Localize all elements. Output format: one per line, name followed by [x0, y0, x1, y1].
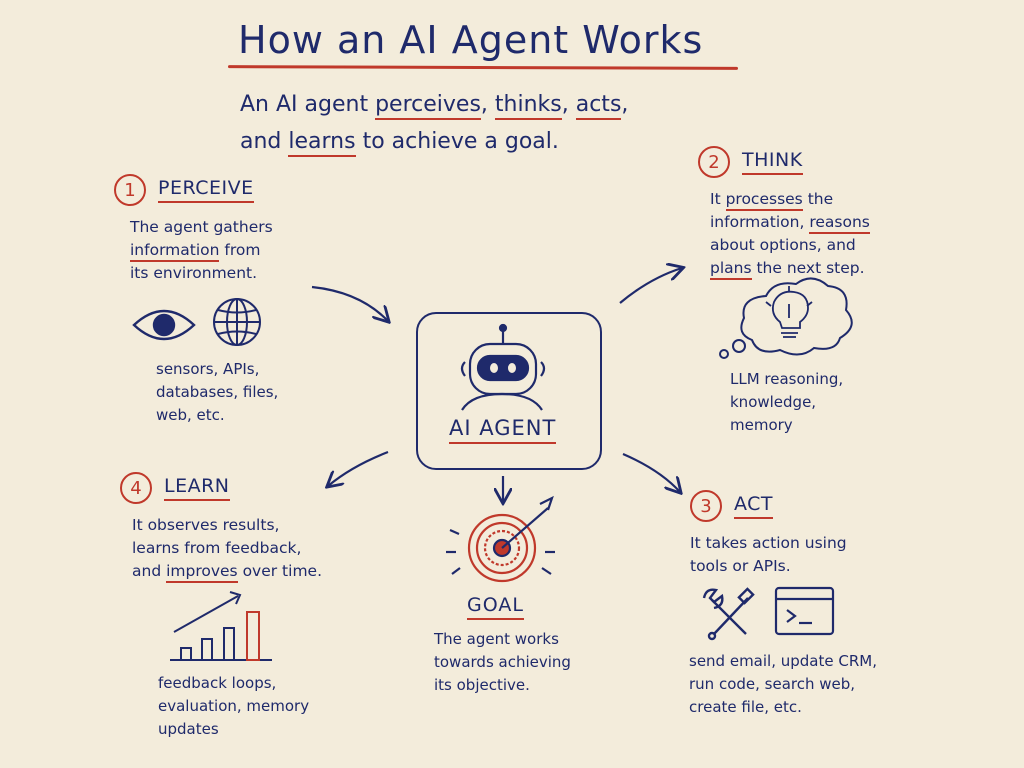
- goal-note-line: The agent works: [434, 630, 559, 648]
- arrow-agent-to-think: [619, 268, 682, 304]
- perceive-keyword: information: [130, 241, 220, 262]
- lightbulb-icon: [765, 286, 813, 338]
- learn-line: learns from feedback,: [132, 539, 302, 557]
- learn-line: It observes results,: [132, 516, 280, 534]
- perceive-line: its environment.: [130, 264, 258, 282]
- act-line: It takes action using: [690, 534, 847, 552]
- eye-icon: [132, 309, 196, 341]
- perceive-section: 1 PERCEIVE The agent gathers information…: [114, 174, 273, 285]
- think-line: It: [710, 190, 726, 208]
- learn-note: feedback loops, evaluation, memory updat…: [158, 672, 309, 741]
- think-note-line: memory: [730, 416, 793, 434]
- subtitle-text: to achieve a goal.: [362, 129, 559, 154]
- act-note-line: run code, search web,: [689, 675, 856, 693]
- learn-description: It observes results, learns from feedbac…: [132, 514, 322, 583]
- subtitle-text: and: [240, 129, 282, 154]
- arrow-agent-to-act: [622, 452, 680, 492]
- act-line: tools or APIs.: [690, 557, 791, 575]
- learn-title: LEARN: [164, 475, 230, 501]
- think-keyword: plans: [710, 259, 752, 280]
- learn-note-line: updates: [158, 720, 219, 738]
- perceive-line: The agent gathers: [130, 218, 273, 236]
- perceive-note: sensors, APIs, databases, files, web, et…: [156, 358, 278, 427]
- diagram-subtitle: An AI agent perceives, thinks, acts, and…: [240, 86, 800, 160]
- subtitle-acts: acts: [575, 92, 622, 120]
- goal-title: GOAL: [467, 594, 524, 620]
- act-number: 3: [690, 490, 722, 522]
- think-number: 2: [698, 146, 730, 178]
- robot-icon: [460, 323, 546, 411]
- act-description: It takes action using tools or APIs.: [690, 532, 847, 578]
- perceive-title: PERCEIVE: [158, 177, 254, 203]
- arrow-agent-to-learn: [328, 450, 389, 486]
- perceive-description: The agent gathers information from its e…: [130, 216, 273, 285]
- act-note-line: send email, update CRM,: [689, 652, 877, 670]
- think-note-line: knowledge,: [730, 393, 817, 411]
- learn-note-line: feedback loops,: [158, 674, 277, 692]
- learn-number: 4: [120, 472, 152, 504]
- perceive-line: from: [219, 241, 261, 259]
- thought-cloud-icon: [719, 277, 853, 359]
- perceive-number: 1: [114, 174, 146, 206]
- learn-section: 4 LEARN It observes results, learns from…: [120, 472, 322, 583]
- act-note-line: create file, etc.: [689, 698, 802, 716]
- subtitle-thinks: thinks: [494, 92, 562, 120]
- learn-line: over time.: [237, 562, 323, 580]
- subtitle-perceives: perceives: [375, 92, 481, 120]
- ai-agent-box: [416, 312, 602, 470]
- ai-agent-label: AI AGENT: [449, 416, 557, 444]
- think-line: information,: [710, 213, 810, 231]
- learn-line: and: [132, 562, 167, 580]
- act-section: 3 ACT It takes action using tools or API…: [690, 490, 847, 578]
- think-note: LLM reasoning, knowledge, memory: [730, 368, 843, 437]
- subtitle-comma: ,: [480, 92, 488, 117]
- subtitle-learns: learns: [288, 129, 356, 157]
- perceive-note-line: databases, files,: [156, 383, 279, 401]
- act-note: send email, update CRM, run code, search…: [689, 650, 877, 719]
- growth-chart-icon: [170, 591, 272, 661]
- think-line: the: [802, 190, 834, 208]
- subtitle-comma: ,: [561, 92, 569, 117]
- globe-icon: [213, 298, 261, 346]
- perceive-note-line: sensors, APIs,: [156, 360, 260, 378]
- think-note-line: LLM reasoning,: [730, 370, 844, 388]
- tools-icon: [702, 587, 755, 641]
- think-title: THINK: [742, 149, 803, 175]
- think-keyword: reasons: [809, 213, 870, 234]
- goal-note-line: towards achieving: [434, 653, 571, 671]
- subtitle-text: An AI agent: [240, 92, 369, 117]
- goal-note-line: its objective.: [434, 676, 530, 694]
- learn-note-line: evaluation, memory: [158, 697, 310, 715]
- learn-keyword: improves: [166, 562, 238, 583]
- think-keyword: processes: [725, 190, 803, 211]
- subtitle-comma: ,: [621, 92, 629, 117]
- act-title: ACT: [734, 493, 774, 519]
- goal-note: The agent works towards achieving its ob…: [434, 628, 571, 697]
- perceive-note-line: web, etc.: [156, 406, 225, 424]
- think-line: the next step.: [751, 259, 865, 277]
- diagram-title: How an AI Agent Works: [238, 18, 704, 62]
- think-section: 2 THINK It processes the information, re…: [698, 146, 870, 280]
- think-description: It processes the information, reasons ab…: [710, 188, 870, 280]
- target-icon: [446, 495, 555, 583]
- think-line: about options, and: [710, 236, 856, 254]
- arrow-perceive-to-agent: [311, 285, 388, 321]
- terminal-icon: [774, 586, 835, 636]
